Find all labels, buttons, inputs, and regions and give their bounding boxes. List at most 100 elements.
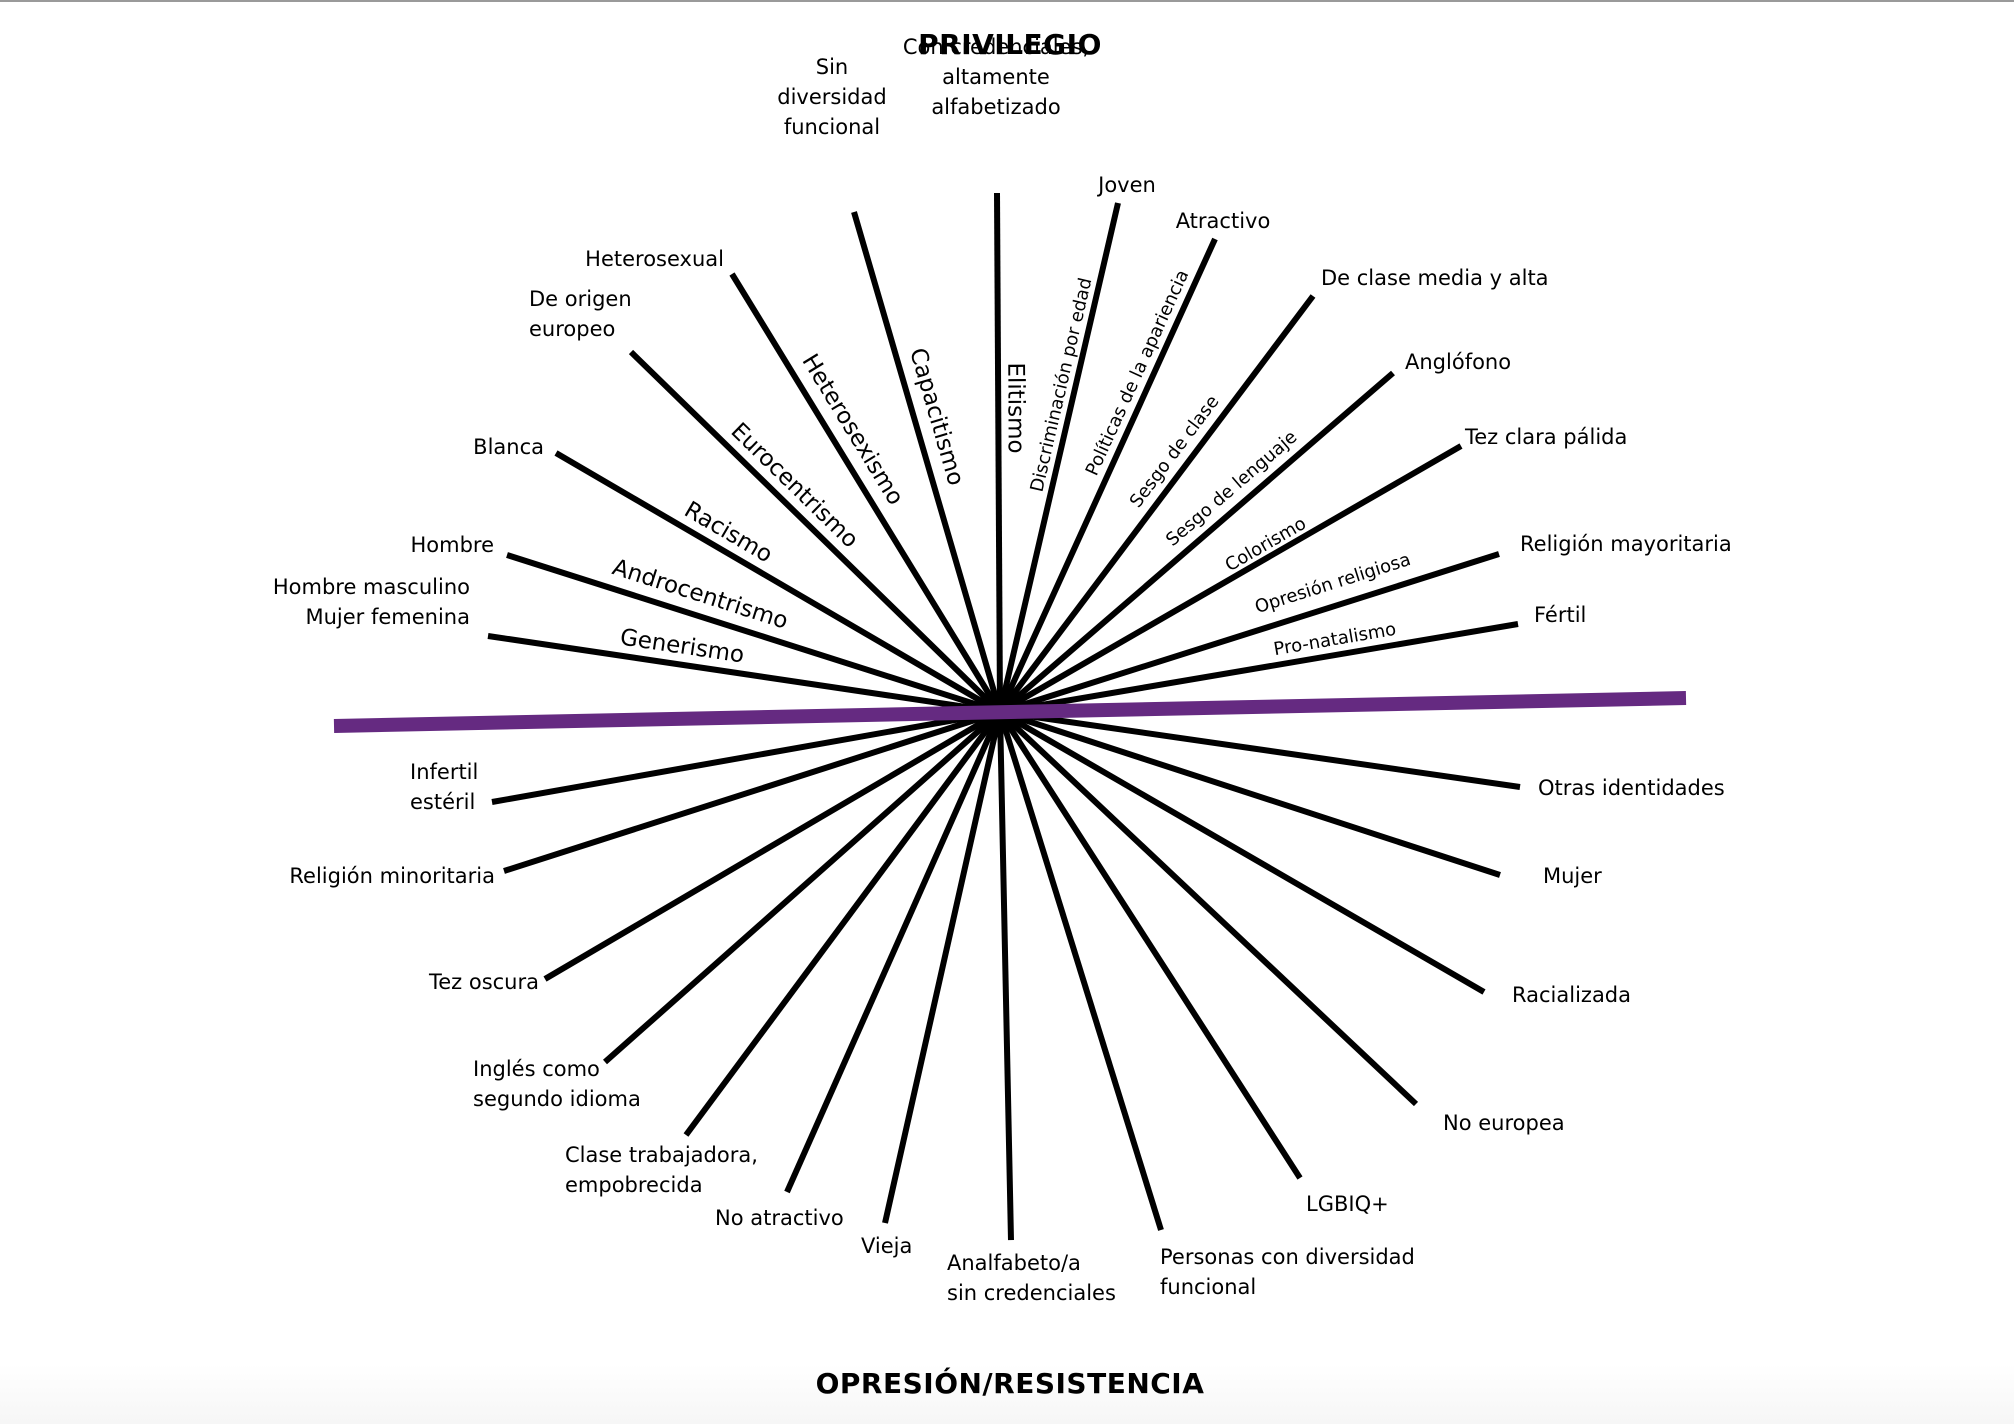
oppression-label-religion: Religión minoritaria	[289, 864, 495, 888]
privilege-label-ability-line: funcional	[784, 115, 880, 139]
privilege-label-age-line: Joven	[1096, 173, 1156, 197]
oppression-label-language-line: segundo idioma	[473, 1087, 641, 1111]
spoke-privilege-origin	[628, 349, 1003, 715]
oppression-label-ability-line: funcional	[1160, 1275, 1256, 1299]
privilege-label-ability-line: diversidad	[777, 85, 886, 109]
system-label-skin: Colorismo	[1222, 513, 1310, 576]
privilege-label-ability-line: Sin	[816, 55, 848, 79]
oppression-label-language-line: Inglés como	[473, 1057, 600, 1081]
spoke-privilege-language	[998, 370, 1395, 715]
privilege-label-language-line: Anglófono	[1405, 350, 1511, 374]
oppression-label-appearance-line: No atractivo	[715, 1206, 844, 1230]
oppression-label-class: Clase trabajadora, empobrecida	[565, 1143, 758, 1197]
spoke-privilege-gender	[506, 552, 1001, 715]
spoke-privilege-class	[997, 294, 1316, 714]
privilege-label-origin-line: De origen	[529, 287, 632, 311]
oppression-label-age: Vieja	[861, 1234, 912, 1258]
oppression-label-race: Racializada	[1512, 983, 1631, 1007]
privilege-label-sexuality-line: Heterosexual	[585, 247, 724, 271]
privilege-label-class-line: De clase media y alta	[1321, 266, 1549, 290]
spoke-oppression-race	[998, 709, 1486, 995]
spoke-privilege-religion	[999, 551, 1500, 715]
oppression-label-ability: Personas con diversidad funcional	[1160, 1245, 1415, 1299]
privilege-label-class: De clase media y alta	[1321, 266, 1549, 290]
privilege-label-education-line: Con credenciales,	[903, 35, 1089, 59]
top-border	[0, 0, 2014, 2]
system-label-education: Elitismo	[1002, 362, 1029, 453]
privilege-label-language: Anglófono	[1405, 350, 1511, 374]
oppression-label-appearance: No atractivo	[715, 1206, 844, 1230]
privilege-label-appearance-line: Atractivo	[1176, 209, 1271, 233]
privilege-label-education-line: altamente	[942, 65, 1050, 89]
privilege-label-race: Blanca	[473, 435, 544, 459]
oppression-label-race-line: Racializada	[1512, 983, 1631, 1007]
privilege-label-religion-line: Religión mayoritaria	[1520, 532, 1732, 556]
privilege-label-origin-line: europeo	[529, 317, 615, 341]
spoke-oppression-appearance	[784, 710, 1003, 1194]
spoke-privilege-age	[997, 202, 1121, 713]
spoke-privilege-race	[554, 450, 1002, 715]
oppression-label-skin: Tez oscura	[428, 970, 539, 994]
privilege-label-origin: De origen europeo	[529, 287, 632, 341]
bottom-shade	[0, 1364, 2014, 1424]
oppression-label-skin-line: Tez oscura	[428, 970, 539, 994]
oppression-label-gender-expression: Otras identidades	[1538, 776, 1725, 800]
spoke-oppression-sexuality	[997, 710, 1303, 1180]
privilege-label-fertility-line: Fértil	[1534, 603, 1586, 627]
oppression-label-origin-line: No europea	[1443, 1111, 1565, 1135]
privilege-label-religion: Religión mayoritaria	[1520, 532, 1732, 556]
oppression-label-gender: Mujer	[1543, 864, 1602, 888]
spoke-privilege-skin	[998, 443, 1463, 715]
spoke-oppression-fertility	[491, 709, 1001, 805]
oppression-label-fertility: Infertil estéril	[410, 760, 478, 814]
oppression-label-age-line: Vieja	[861, 1234, 912, 1258]
spoke-oppression-age	[882, 711, 1003, 1224]
oppression-label-class-line: Clase trabajadora,	[565, 1143, 758, 1167]
spoke-oppression-education	[997, 711, 1014, 1241]
privilege-title: PRIVILEGIO	[918, 28, 1102, 61]
privilege-oppression-divider	[333, 691, 1687, 733]
privilege-label-skin-line: Tez clara pálida	[1464, 425, 1627, 449]
privilege-label-ability: Sin diversidad funcional	[777, 55, 886, 139]
privilege-label-gender-line: Hombre	[410, 533, 494, 557]
spoke-oppression-gender	[999, 709, 1501, 878]
oppression-label-gender-line: Mujer	[1543, 864, 1602, 888]
spoke-privilege-gender-expression	[487, 633, 1001, 715]
privilege-label-age: Joven	[1096, 173, 1156, 197]
oppression-label-religion-line: Religión minoritaria	[289, 864, 495, 888]
privilege-label-race-line: Blanca	[473, 435, 544, 459]
spoke-oppression-skin	[543, 709, 1002, 982]
oppression-label-education-line: Analfabeto/a	[947, 1251, 1081, 1275]
spoke-privilege-appearance	[997, 237, 1218, 714]
oppression-label-fertility-line: estéril	[410, 790, 475, 814]
privilege-label-fertility: Fértil	[1534, 603, 1586, 627]
privilege-label-appearance: Atractivo	[1176, 209, 1271, 233]
oppression-label-fertility-line: Infertil	[410, 760, 478, 784]
privilege-label-gender-expression-line: Hombre masculino	[273, 575, 470, 599]
spoke-oppression-ability	[997, 711, 1164, 1231]
spoke-oppression-religion	[503, 709, 1001, 874]
spoke-privilege-education	[994, 192, 1003, 713]
spoke-privilege-fertility	[999, 621, 1519, 715]
privilege-label-gender: Hombre	[410, 533, 494, 557]
privilege-label-gender-expression-line: Mujer femenina	[305, 605, 470, 629]
oppression-label-sexuality: LGBIQ+	[1306, 1192, 1389, 1216]
oppression-label-gender-expression-line: Otras identidades	[1538, 776, 1725, 800]
spoke-oppression-class	[683, 710, 1003, 1137]
oppression-label-education-line: sin credenciales	[947, 1281, 1116, 1305]
oppression-label-ability-line: Personas con diversidad	[1160, 1245, 1415, 1269]
spoke-privilege-ability	[851, 211, 1003, 713]
oppression-label-origin: No europea	[1443, 1111, 1565, 1135]
oppression-label-sexuality-line: LGBIQ+	[1306, 1192, 1389, 1216]
privilege-label-sexuality: Heterosexual	[585, 247, 724, 271]
oppression-label-language: Inglés como segundo idioma	[473, 1057, 641, 1111]
oppression-label-education: Analfabeto/a sin credenciales	[947, 1251, 1116, 1305]
spoke-oppression-origin	[997, 709, 1419, 1107]
oppression-label-class-line: empobrecida	[565, 1173, 703, 1197]
oppression-resistance-title: OPRESIÓN/RESISTENCIA	[816, 1366, 1205, 1400]
spokes-group	[487, 192, 1521, 1241]
